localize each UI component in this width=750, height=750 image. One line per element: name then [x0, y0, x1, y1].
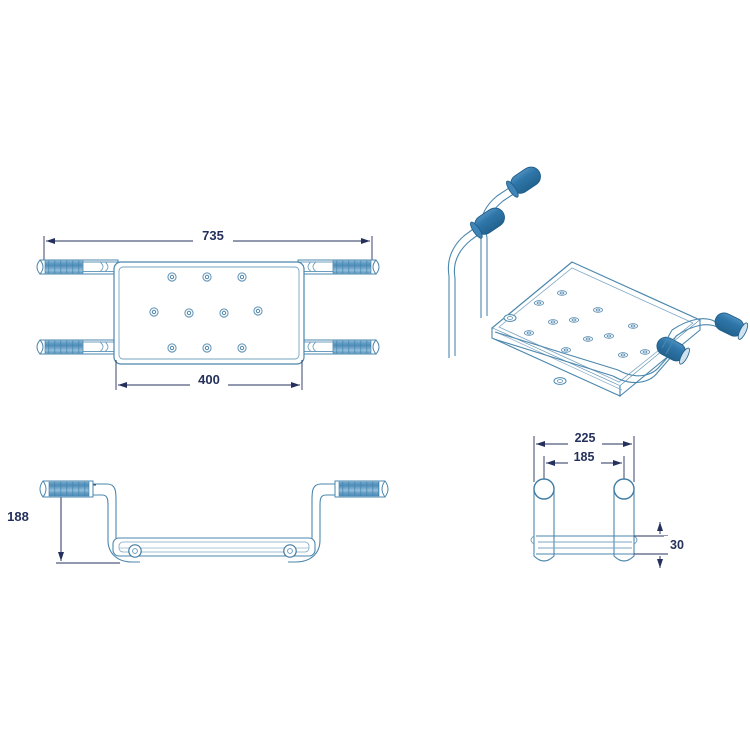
hole — [253, 306, 263, 316]
hole — [547, 319, 559, 325]
dimension-30: 30 — [634, 522, 690, 568]
dimension-188-label: 188 — [7, 509, 29, 524]
hole — [202, 343, 212, 353]
top-grip-rail-lower-left — [36, 339, 120, 355]
hole — [219, 308, 229, 318]
hole — [603, 333, 615, 339]
dimension-735-label: 735 — [202, 228, 224, 243]
top-grip-rail-upper-right — [296, 259, 380, 275]
top-view: 735 — [36, 228, 380, 390]
front-view: 188 — [0, 480, 389, 564]
front-leg-left — [39, 480, 140, 563]
hole — [184, 308, 194, 318]
dimension-225: 225 — [533, 430, 635, 482]
hole — [523, 330, 535, 336]
hole — [568, 317, 580, 323]
dimension-185: 185 — [543, 449, 625, 488]
top-grip-rail-lower-right — [296, 339, 380, 355]
hole — [627, 323, 639, 329]
hole — [556, 290, 568, 296]
side-rail-left — [530, 478, 555, 562]
iso-handle-front-left — [447, 207, 505, 358]
iso-handle-rear-right — [661, 312, 749, 355]
hole — [167, 343, 177, 353]
hole — [237, 272, 247, 282]
front-leg-right — [288, 480, 389, 563]
dimension-400: 400 — [115, 360, 303, 390]
hole — [582, 336, 594, 342]
iso-clamp-left — [503, 314, 567, 385]
hole — [639, 349, 651, 355]
dimension-735: 735 — [43, 228, 373, 268]
front-seat-profile — [112, 537, 316, 558]
dimension-30-label: 30 — [670, 538, 684, 552]
dimension-185-label: 185 — [574, 450, 595, 464]
top-seat-plate — [113, 261, 305, 365]
top-grip-rail-upper-left — [36, 259, 120, 275]
side-view: 225 185 — [530, 430, 690, 568]
hole — [202, 272, 212, 282]
side-rail-right — [613, 478, 638, 562]
hole — [533, 300, 545, 306]
hole — [167, 272, 177, 282]
side-seat-slab — [536, 535, 634, 555]
hole — [617, 352, 629, 358]
hole — [560, 347, 572, 353]
dimension-225-label: 225 — [575, 431, 596, 445]
hole — [149, 307, 159, 317]
isometric-view — [447, 166, 749, 398]
hole — [237, 343, 247, 353]
dimension-400-label: 400 — [198, 372, 220, 387]
hole — [592, 307, 604, 313]
iso-seat-plate — [490, 261, 702, 398]
